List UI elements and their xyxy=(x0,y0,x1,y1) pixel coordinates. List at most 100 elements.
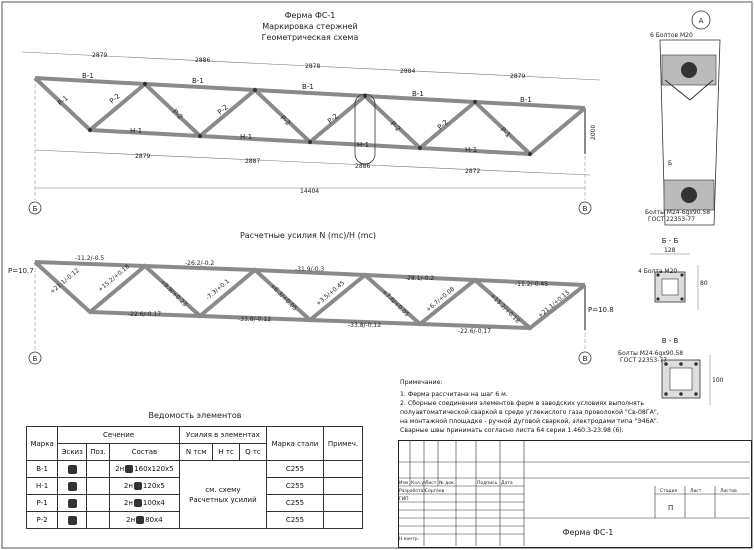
svg-text:2872: 2872 xyxy=(465,168,480,175)
svg-text:2879: 2879 xyxy=(135,153,150,160)
svg-text:-7.3/+0.1: -7.3/+0.1 xyxy=(205,278,231,302)
svg-text:-11.2/-0.5: -11.2/-0.5 xyxy=(75,255,104,262)
axis-marker-left xyxy=(28,201,42,215)
svg-text:Р-1: Р-1 xyxy=(56,94,70,107)
profile-icon xyxy=(136,516,145,524)
svg-text:Стадия: Стадия xyxy=(660,488,678,494)
svg-text:В: В xyxy=(583,205,588,213)
svg-text:2000: 2000 xyxy=(590,125,597,140)
svg-text:128: 128 xyxy=(664,247,676,254)
svg-text:Подпись: Подпись xyxy=(477,480,498,486)
svg-text:80: 80 xyxy=(700,280,708,287)
section-sketch-icon xyxy=(67,515,77,525)
svg-text:-31.9/-0.3: -31.9/-0.3 xyxy=(295,266,324,273)
svg-text:-22.6/-0.17: -22.6/-0.17 xyxy=(458,328,491,335)
svg-text:+15.2/+0.18: +15.2/+0.18 xyxy=(97,263,131,293)
svg-text:Лист: Лист xyxy=(690,488,702,494)
forces-title: Расчетные усилия N (mc)/H (mc) xyxy=(240,231,376,240)
col-note: Примеч. xyxy=(323,426,363,461)
svg-text:Н-1: Н-1 xyxy=(130,127,142,135)
col-m: Н тс xyxy=(212,443,240,461)
svg-text:2884: 2884 xyxy=(400,68,415,75)
header-title: Ферма ФС-1 xyxy=(285,11,336,20)
note-line: Сварные швы принимать согласно листа 64 … xyxy=(400,427,624,434)
header-marking: Маркировка стержней xyxy=(262,22,358,31)
section-sketch-icon xyxy=(67,498,77,508)
svg-text:2887: 2887 xyxy=(245,158,260,165)
elements-table: Марка Сечение Усилия в элементах Марка с… xyxy=(25,426,363,529)
col-composition: Состав xyxy=(108,443,180,461)
svg-text:+15.2/+0.18: +15.2/+0.18 xyxy=(489,292,522,325)
svg-text:Н.контр.: Н.контр. xyxy=(399,536,419,542)
section-sketch-icon xyxy=(67,464,77,474)
col-q: Q тс xyxy=(238,443,267,461)
col-sketch: Эскиз xyxy=(57,443,88,461)
node-detail-a: А 6 Болтов М20 Б Болты М24-6gx90.58 ГОСТ… xyxy=(645,10,721,226)
left-load: P=10.7 xyxy=(8,267,34,275)
svg-text:Лист: Лист xyxy=(425,480,437,486)
svg-text:В - В: В - В xyxy=(662,337,679,345)
svg-text:Сергеев: Сергеев xyxy=(425,488,445,494)
stage-value: П xyxy=(668,504,673,512)
note-line: 1. Ферма рассчитана на шаг 6 м. xyxy=(400,391,508,398)
svg-text:+21.1/+0.13: +21.1/+0.13 xyxy=(537,289,571,319)
svg-text:2878: 2878 xyxy=(305,63,320,70)
svg-text:В: В xyxy=(583,355,588,363)
svg-text:№ док.: № док. xyxy=(439,480,455,486)
axis-marker-right xyxy=(578,201,592,215)
col-section: Сечение xyxy=(57,426,180,444)
svg-text:+9.9/+0.23: +9.9/+0.23 xyxy=(159,278,189,308)
svg-text:2886: 2886 xyxy=(355,163,370,170)
profile-icon xyxy=(133,499,142,507)
svg-text:В-1: В-1 xyxy=(82,72,94,80)
svg-text:Б: Б xyxy=(668,160,672,167)
svg-text:2879: 2879 xyxy=(510,73,525,80)
notes-heading: Примечание: xyxy=(400,379,443,386)
profile-icon xyxy=(125,465,134,473)
svg-text:Изм.: Изм. xyxy=(399,480,410,486)
svg-text:В-1: В-1 xyxy=(192,77,204,85)
svg-text:-33.8/-0.12: -33.8/-0.12 xyxy=(348,322,381,329)
section-v-v: В - В Болты М24-6gx90.58 ГОСТ 22353-77 1… xyxy=(618,337,724,405)
svg-text:-33.8/-0.12: -33.8/-0.12 xyxy=(238,316,271,323)
svg-text:-28.1/-0.2: -28.1/-0.2 xyxy=(405,275,434,282)
svg-text:14404: 14404 xyxy=(300,188,319,195)
svg-text:ГИП: ГИП xyxy=(399,496,409,502)
svg-text:Б: Б xyxy=(33,355,38,363)
svg-text:Кол.уч: Кол.уч xyxy=(411,480,427,486)
svg-text:Дата: Дата xyxy=(501,480,513,486)
svg-text:-22.6/-0.17: -22.6/-0.17 xyxy=(128,311,161,318)
stamp-title: Ферма ФС-1 xyxy=(563,528,614,537)
col-steel: Марка стали xyxy=(265,426,325,461)
svg-text:2886: 2886 xyxy=(195,57,210,64)
col-pos: Поз. xyxy=(86,443,110,461)
title-block xyxy=(398,440,752,548)
svg-text:Листов: Листов xyxy=(720,488,737,494)
title-block-lines xyxy=(398,440,750,546)
col-n: N тсм xyxy=(178,443,214,461)
svg-text:2879: 2879 xyxy=(92,52,107,59)
svg-text:+7.6/+0.05: +7.6/+0.05 xyxy=(381,288,411,318)
svg-text:Р-2: Р-2 xyxy=(326,112,340,125)
svg-text:В-1: В-1 xyxy=(520,96,532,104)
svg-text:6 Болтов М20: 6 Болтов М20 xyxy=(650,32,693,39)
svg-text:Н-1: Н-1 xyxy=(240,133,252,141)
svg-text:Н-1: Н-1 xyxy=(465,146,477,154)
right-load: P=10.8 xyxy=(588,306,614,314)
note-line: 2. Сборные соединения элементов ферм в з… xyxy=(400,400,645,407)
svg-text:-11.2/-0.45: -11.2/-0.45 xyxy=(515,281,548,288)
svg-text:4 Болта М20: 4 Болта М20 xyxy=(638,268,677,275)
svg-text:+6.3/+0.05: +6.3/+0.05 xyxy=(269,282,299,312)
svg-text:Б: Б xyxy=(33,205,38,213)
svg-text:А: А xyxy=(699,17,704,25)
svg-text:В-1: В-1 xyxy=(302,83,314,91)
svg-text:Б - Б: Б - Б xyxy=(662,237,679,245)
header-scheme: Геометрическая схема xyxy=(262,33,359,42)
section-b-b: Б - Б 4 Болта М20 128 80 xyxy=(638,237,708,310)
table-title: Ведомость элементов xyxy=(149,411,242,420)
svg-text:Р-2: Р-2 xyxy=(436,118,450,131)
col-forces: Усилия в элементах xyxy=(178,426,267,444)
